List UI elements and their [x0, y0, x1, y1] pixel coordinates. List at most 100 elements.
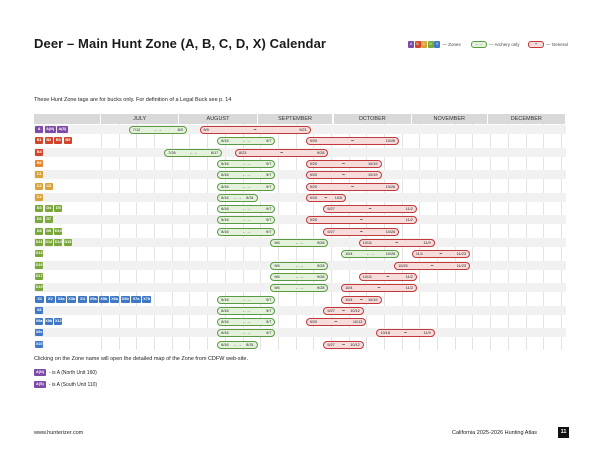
archery-glyph-icon: ←→ [242, 319, 251, 325]
season-end-date: 10/19 [367, 161, 378, 166]
zone-badge-a[interactable]: A [35, 126, 44, 133]
legend-general-label: — General [546, 42, 568, 47]
legend-zones-label: — Zones [442, 42, 461, 47]
zone-badge-x5a[interactable]: X5a [88, 295, 98, 303]
general-glyph-icon: ━ [368, 206, 372, 212]
note-bucks-only: These Hunt Zone tags are for bucks only.… [34, 97, 232, 103]
zone-badge-x6b[interactable]: X6b [120, 295, 130, 303]
zone-badge-b1[interactable]: B1 [35, 137, 44, 145]
season-start-date: 10/25 [398, 263, 408, 268]
zone-badge-x4[interactable]: X4 [77, 295, 88, 303]
season-end-date: 11/2 [405, 207, 413, 212]
zone-badge-d6[interactable]: D6 [35, 216, 44, 224]
zone-badge-b6[interactable]: B6 [35, 159, 44, 167]
zone-badge-x1[interactable]: X1 [35, 295, 45, 303]
zone-badge-x10[interactable]: X10 [35, 340, 44, 348]
archery-season-pill: 9/6←→9/28 [270, 272, 329, 281]
zone-badge-d19[interactable]: D19 [35, 284, 44, 292]
zone-badge-b4[interactable]: B4 [35, 148, 44, 156]
zone-badge-x6a[interactable]: X6a [109, 295, 120, 303]
season-end-date: 11/9 [423, 241, 431, 245]
season-start-date: 8/16 [221, 173, 229, 178]
zone-badge-c3[interactable]: C3 [44, 182, 53, 190]
zone-badge-x8[interactable]: X8 [35, 306, 44, 314]
zone-badge-d8[interactable]: D8 [35, 227, 44, 235]
zone-badge-x3a[interactable]: X3a [56, 295, 66, 303]
season-start-date: 8/16 [221, 297, 229, 302]
zone-badge-an[interactable]: A(N) [44, 126, 56, 133]
zone-badge-x7b[interactable]: X7b [142, 295, 152, 303]
month-header-july: JULY [101, 114, 179, 124]
zone-badge-d11[interactable]: D11 [35, 239, 44, 246]
archery-glyph-icon: ←→ [366, 251, 375, 257]
zone-badge-c1[interactable]: C1 [35, 171, 44, 179]
week-gridline [560, 124, 562, 350]
archery-glyph-icon: ←→ [295, 240, 304, 245]
zone-badge-x5b[interactable]: X5b [99, 295, 109, 303]
archery-season-pill: 9/6←→9/28 [270, 239, 329, 247]
site-url[interactable]: www.hunterizer.com [34, 430, 84, 436]
legend-zone-d: D [427, 41, 434, 48]
zone-badge-c2[interactable]: C2 [35, 182, 44, 190]
general-season-pill: 9/20━10/26 [305, 137, 400, 146]
zone-a-s-badge[interactable]: A(S) [34, 381, 46, 388]
zone-badge-d16[interactable]: D16 [35, 261, 44, 269]
season-start-date: 8/16 [221, 218, 229, 223]
general-season-pill: 10/18━11/9 [376, 329, 435, 338]
archery-season-pill: 8/16←→9/7 [217, 295, 276, 304]
zone-badge-d15[interactable]: D15 [63, 239, 73, 246]
zone-badge-d14[interactable]: D14 [54, 239, 63, 246]
season-end-date: 8/31 [246, 195, 254, 200]
zone-badge-d9[interactable]: D9 [44, 227, 53, 235]
general-glyph-icon: ━ [342, 160, 345, 166]
zone-badge-x7a[interactable]: X7a [131, 295, 141, 303]
zone-badge-x12[interactable]: X12 [54, 318, 63, 326]
season-start-date: 9/20 [309, 184, 318, 189]
archery-glyph-icon: ←→ [242, 183, 251, 189]
zone-badge-x9a[interactable]: X9a [35, 318, 44, 326]
month-header-december: DECEMBER [487, 114, 565, 124]
week-gridline [366, 124, 368, 350]
archery-season-pill: 10/4←→10/26 [341, 250, 400, 259]
zone-badge-x3b[interactable]: X3b [67, 295, 77, 303]
legend: A B C D X — Zones ←→ — Archery only ━ — … [408, 40, 568, 50]
general-season-pill: 10/11━11/9 [358, 239, 435, 247]
season-end-date: 9/28 [317, 286, 325, 291]
zone-badge-c4[interactable]: C4 [35, 193, 44, 201]
season-end-date: 9/7 [266, 229, 272, 234]
archery-season-pill: 8/16←→9/7 [217, 159, 276, 168]
zone-badge-b5[interactable]: B5 [63, 137, 73, 145]
zone-badge-b3[interactable]: B3 [54, 137, 63, 145]
zone-badge-x9c[interactable]: X9c [35, 329, 44, 337]
zone-badge-d10[interactable]: D10 [54, 227, 63, 235]
zone-badge-d12[interactable]: D12 [44, 239, 53, 246]
archery-glyph-icon: ←→ [242, 228, 251, 234]
zone-badge-d13[interactable]: D13 [35, 250, 44, 258]
zone-badge-d4[interactable]: D4 [44, 205, 53, 213]
season-start-date: 9/20 [309, 218, 318, 223]
zone-badge-x9b[interactable]: X9b [44, 318, 53, 326]
legend-archery-label: — Archery only [489, 42, 520, 47]
general-season-pill: 9/20━10/19 [305, 171, 382, 180]
season-start-date: 8/16 [221, 342, 229, 347]
week-gridline [419, 124, 421, 350]
zone-a-n-badge[interactable]: A(N) [34, 369, 47, 376]
zone-badge-x2[interactable]: X2 [45, 295, 56, 303]
zone-badge-d7[interactable]: D7 [44, 216, 53, 224]
zone-badge-d3[interactable]: D3 [35, 205, 44, 213]
legend-zones: A B C D X — Zones [408, 40, 461, 49]
zone-badge-b2[interactable]: B2 [44, 137, 53, 145]
season-end-date: 11/23 [456, 263, 466, 268]
season-start-date: 10/18 [380, 331, 390, 336]
season-end-date: 9/7 [266, 139, 272, 144]
zone-badge-as[interactable]: A(S) [56, 126, 68, 133]
season-start-date: 8/23 [238, 150, 247, 155]
general-glyph-icon: ━ [351, 138, 354, 144]
zone-badge-d17[interactable]: D17 [35, 272, 44, 280]
season-end-date: 9/7 [266, 161, 272, 166]
zone-badge-d5[interactable]: D5 [54, 205, 63, 213]
